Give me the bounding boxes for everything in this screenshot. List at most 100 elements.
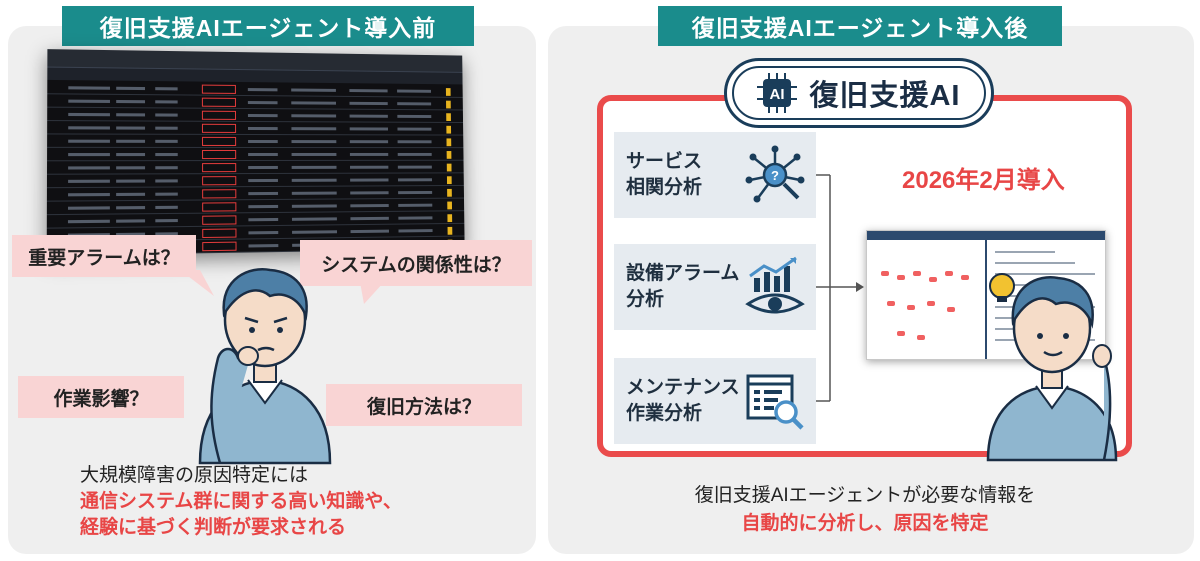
screen-cell-text [248,205,278,208]
before-caption-line1: 大規模障害の原因特定には [80,463,520,489]
card-maintenance-work: メンテナンス 作業分析 [614,358,816,444]
screen-row-divider [47,93,462,98]
after-title: 復旧支援AIエージェント導入後 [658,6,1062,46]
dashboard-node [961,275,969,280]
before-caption-line2: 通信システム群に関する高い知識や、 [80,489,520,515]
screen-alarm-tag [202,98,236,107]
screen-status-marker [448,227,453,235]
bubble-tail-system-relation [360,282,400,312]
screen-cell-text [248,101,278,104]
screen-cell-text [116,219,145,222]
screen-alarm-tag [202,163,236,172]
dashboard-node [917,335,925,340]
screen-cell-text [350,166,388,169]
screen-cell-text [397,90,431,93]
screen-alarm-tag [202,85,236,94]
release-date: 2026年2月導入 [902,160,1065,195]
dashboard-node [887,301,895,306]
screen-cell-text [248,166,278,169]
screen-status-marker [447,202,452,210]
screen-cell-text [248,218,278,221]
card-maintenance-work-label: メンテナンス 作業分析 [626,375,740,427]
screen-status-marker [446,138,451,146]
screen-cell-text [397,128,431,131]
worried-person-illustration [190,258,340,463]
card-equipment-alarm: 設備アラーム 分析 [614,244,816,330]
screen-row-divider [47,210,464,215]
screen-alarm-tag [202,242,236,252]
screen-cell-text [116,126,145,129]
screen-cell-text [397,102,431,105]
screen-cell-text [351,230,389,233]
screen-cell-text [155,219,178,222]
screen-cell-text [350,217,388,220]
card-equipment-alarm-label: 設備アラーム 分析 [626,261,739,313]
screen-cell-text [349,89,387,92]
ai-chip-text: AI [770,86,785,103]
screen-cell-text [397,115,431,118]
screen-cell-text [350,153,388,156]
screen-cell-text [291,101,336,104]
screen-cell-text [350,127,388,130]
screen-status-marker [447,189,452,197]
screen-cell-text [248,192,278,195]
screen-cell-text [291,114,336,117]
screen-row-divider [47,185,464,188]
dashboard-text-line [995,251,1055,253]
document-search-icon [744,370,806,432]
screen-cell-text [116,87,145,90]
screen-alarm-tag [202,111,236,120]
screen-cell-text [155,127,177,130]
screen-cell-text [292,217,337,220]
screen-row-divider [47,160,463,162]
screen-cell-text [350,191,388,194]
screen-cell-text [248,114,278,117]
screen-cell-text [292,192,337,195]
screen-cell-text [116,113,145,116]
screen-cell-text [248,231,278,234]
screen-cell-text [248,179,278,182]
screen-alarm-tag [202,137,236,146]
screen-cell-text [116,180,145,183]
ai-chip-icon: AI [757,73,797,113]
dashboard-node [913,271,921,276]
ai-label-pill: AI 復旧支援AI [724,58,994,128]
screen-cell-text [68,153,110,156]
screen-cell-text [68,180,110,183]
screen-cell-text [398,216,432,219]
screen-cell-text [116,100,145,103]
screen-row-divider [47,147,463,148]
screen-cell-text [155,166,177,169]
screen-alarm-tag [202,150,236,159]
before-title: 復旧支援AIエージェント導入前 [62,6,474,46]
screen-cell-text [350,178,388,181]
bubble-recovery-method: 復旧方法は？ [326,384,522,426]
screen-cell-text [68,100,110,103]
screen-status-marker [446,101,451,109]
screen-cell-text [248,153,278,156]
screen-cell-text [68,126,110,129]
screen-cell-text [291,88,336,91]
after-caption-line1: 復旧支援AIエージェントが必要な情報を [600,482,1130,510]
screen-cell-text [116,193,145,196]
dashboard-node [897,331,905,336]
screen-cell-text [291,140,336,143]
screen-cell-text [68,220,110,224]
screen-cell-text [292,230,337,234]
screen-alarm-tag [202,215,236,224]
screen-cell-text [116,166,145,169]
screen-alarm-tag [202,189,236,198]
screen-cell-text [349,102,387,105]
satisfied-person-illustration [980,270,1130,460]
screen-cell-text [116,140,145,143]
screen-row-divider [47,198,464,202]
screen-cell-text [248,127,278,130]
screen-cell-text [68,166,110,169]
dashboard-node [927,301,935,306]
after-caption: 復旧支援AIエージェントが必要な情報を 自動的に分析し、原因を特定 [600,482,1130,538]
bubble-work-impact: 作業影響？ [18,376,184,418]
screen-cell-text [292,153,337,156]
screen-cell-text [398,191,432,194]
card-service-correlation: サービス 相関分析 ? [614,132,816,218]
screen-alarm-tag [202,124,236,133]
